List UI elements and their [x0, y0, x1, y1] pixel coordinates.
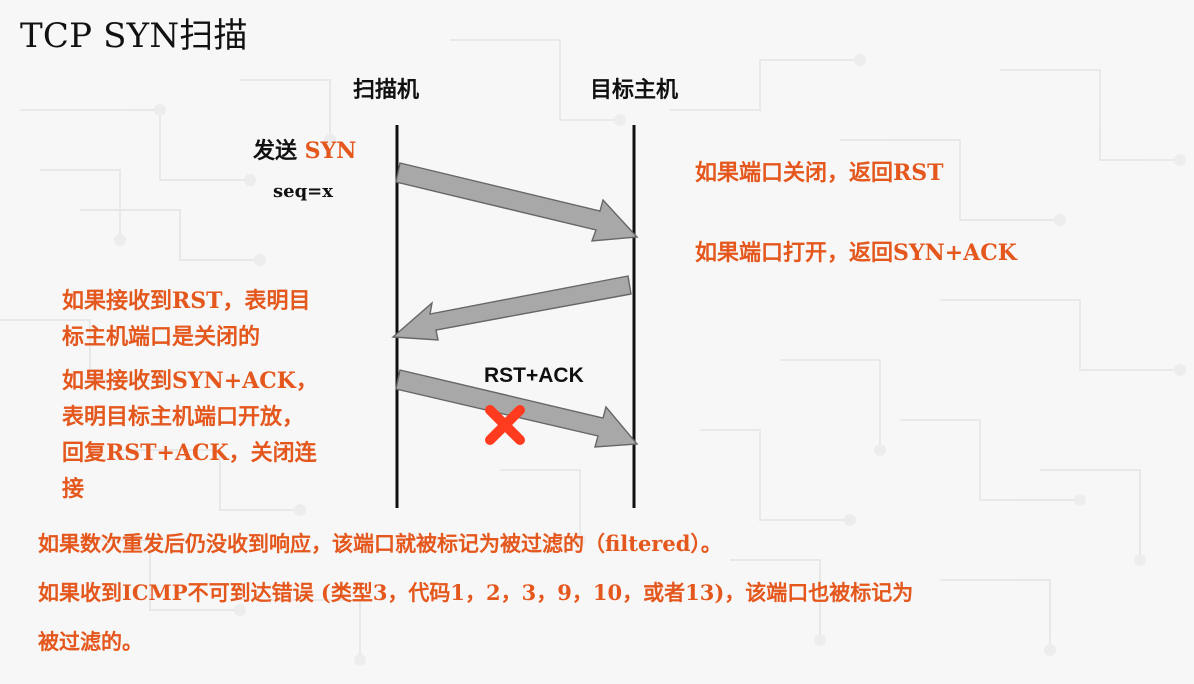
footer-line-3: 被过滤的。	[38, 629, 143, 654]
target-column-label: 目标主机	[590, 77, 679, 103]
receive-synack-line-3: 回复RST+ACK，关闭连	[62, 440, 317, 466]
port-closed-note: 如果端口关闭，返回RST	[695, 160, 944, 186]
send-syn-prefix: 发送	[253, 138, 305, 164]
scanner-column-label: 扫描机	[353, 77, 420, 103]
port-open-note: 如果端口打开，返回SYN+ACK	[695, 240, 1017, 266]
footer-line-2: 如果收到ICMP不可到达错误 (类型3，代码1，2，3，9，10，或者13)，该…	[38, 580, 914, 605]
sequence-label: seq=x	[273, 181, 333, 202]
footer-line-1: 如果数次重发后仍没收到响应，该端口就被标记为被过滤的（filtered）。	[38, 531, 722, 556]
receive-synack-line-4: 接	[62, 476, 85, 502]
send-syn-highlight: SYN	[304, 138, 357, 164]
receive-synack-note: 如果接收到SYN+ACK， 表明目标主机端口开放， 回复RST+ACK，关闭连 …	[62, 363, 382, 507]
receive-synack-line-2: 表明目标主机端口开放，	[62, 404, 305, 430]
response-arrow	[391, 275, 632, 341]
cross-mark-icon	[485, 405, 525, 445]
receive-rst-line-1: 如果接收到RST，表明目	[62, 288, 311, 314]
receive-rst-line-2: 标主机端口是关闭的	[62, 324, 261, 350]
receive-synack-line-1: 如果接收到SYN+ACK，	[62, 368, 318, 394]
rst-ack-label: RST+ACK	[484, 364, 584, 387]
receive-rst-note: 如果接收到RST，表明目 标主机端口是关闭的	[62, 283, 382, 355]
send-syn-label: 发送 SYN	[253, 133, 356, 165]
page-title: TCP SYN扫描	[20, 16, 248, 56]
syn-arrow	[395, 162, 639, 242]
